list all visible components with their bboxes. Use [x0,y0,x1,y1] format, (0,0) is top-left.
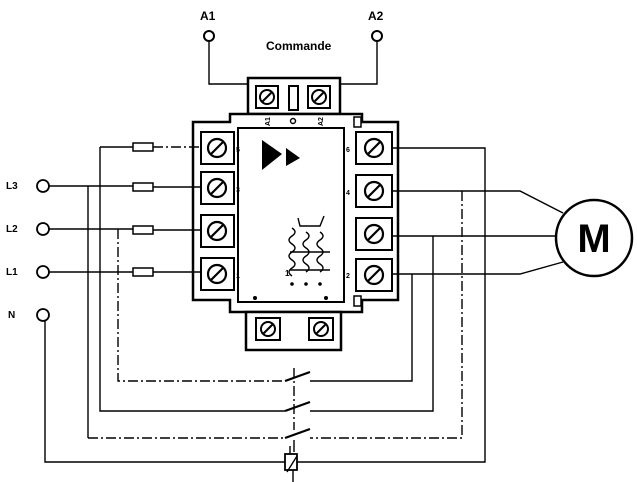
command-terminal-a1: A1 [200,9,216,42]
terminal-label-a2: A2 [368,9,384,23]
mark-a2: A2 [318,117,325,126]
mark-left-5: 5 [236,147,240,154]
command-terminal-a2: A2 [368,9,384,42]
line-terminal-l3: L3 [6,179,50,193]
svg-text:N: N [8,310,15,321]
svg-text:L2: L2 [6,224,18,235]
coil-symbol: 1 [285,215,330,286]
command-wire-a2 [340,42,378,85]
motor-wires [392,190,564,275]
schematic-wires [44,147,486,482]
contactor-body: A1 A2 1 5 [191,112,400,314]
mark-left-1: 1 [236,273,240,280]
triangle-mark-small [286,148,300,166]
right-terminals: 6 4 2 [346,131,393,292]
schematic-coil [284,453,298,471]
mark-right-6: 6 [346,147,350,154]
mark-right-4: 4 [346,190,350,197]
triangle-mark-large [262,140,282,170]
mark-left-3: 3 [236,187,240,194]
terminal-label-a1: A1 [200,9,216,23]
mark-right-2: 2 [346,273,350,280]
coil-terminal-block [246,76,342,116]
svg-text:1: 1 [285,269,290,278]
mark-a1: A1 [265,117,272,126]
supply-wires [49,146,201,273]
command-wire-a1 [208,42,252,85]
svg-text:L3: L3 [6,181,18,192]
line-terminal-l2: L2 [6,222,50,236]
line-terminal-l1: L1 [6,265,50,279]
motor-label: M [577,217,610,261]
command-label: Commande [266,39,332,53]
left-terminals: 5 3 1 [200,131,240,291]
motor: M [554,198,634,278]
fuses [132,142,154,277]
svg-text:L1: L1 [6,267,18,278]
auxiliary-terminal-block [244,310,343,352]
line-terminal-n: N [8,308,50,322]
